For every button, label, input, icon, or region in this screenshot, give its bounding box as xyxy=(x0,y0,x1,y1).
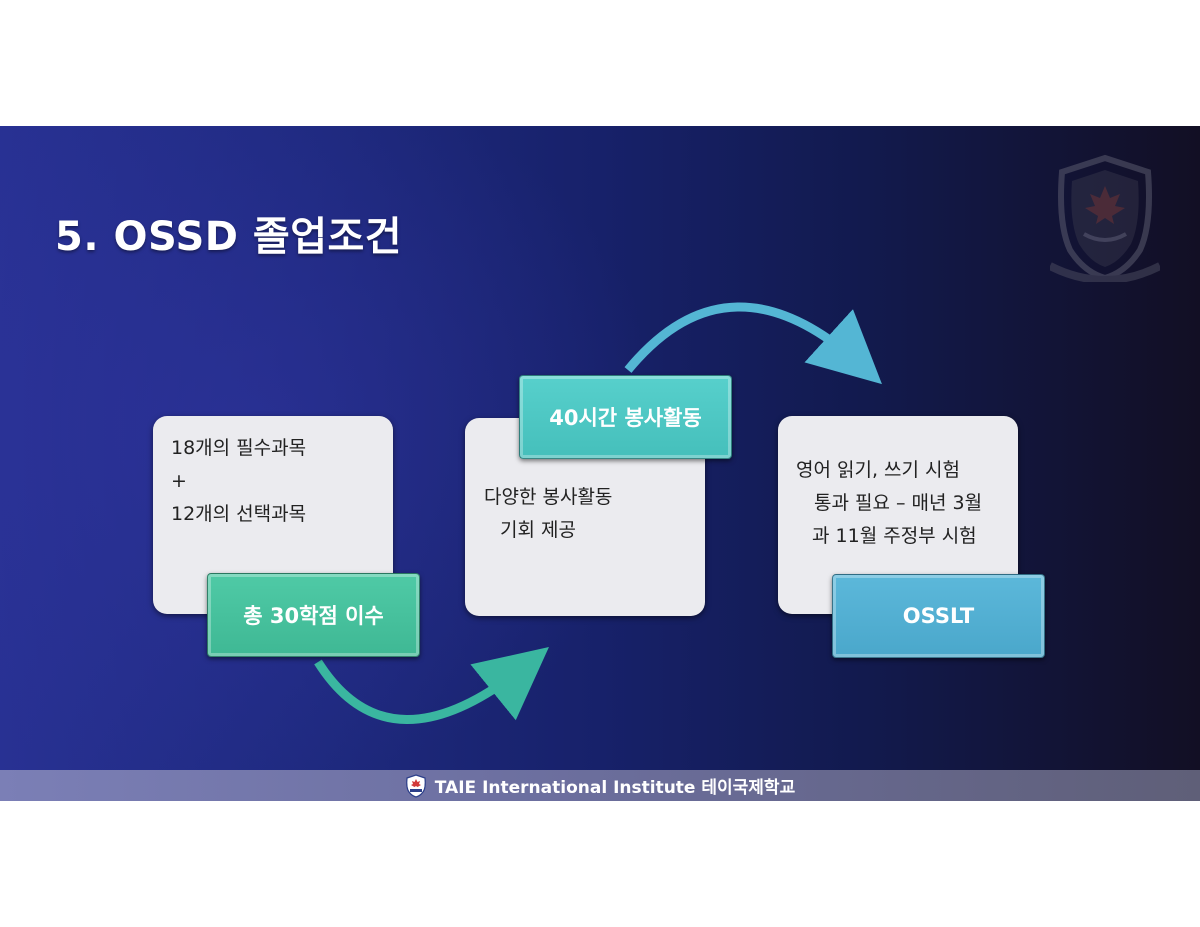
flow-arrows xyxy=(314,302,882,724)
card-line: + xyxy=(171,470,187,492)
slide-title: 5. OSSD 졸업조건 xyxy=(55,214,403,260)
step-badge-2: 40시간 봉사활동 xyxy=(519,375,732,459)
school-crest-icon xyxy=(1050,154,1160,282)
card-line: 영어 읽기, 쓰기 시험 xyxy=(796,459,960,481)
school-logo-icon xyxy=(405,773,426,798)
slide: 5. OSSD 졸업조건 18개의 필수과목 + 12개의 선택과목 총 30학… xyxy=(0,126,1200,801)
card-line: 과 11월 주정부 시험 xyxy=(812,525,977,547)
card-line: 통과 필요 – 매년 3월 xyxy=(814,492,983,514)
step-badge-1: 총 30학점 이수 xyxy=(207,573,420,657)
footer-bar: TAIE International Institute 테이국제학교 xyxy=(0,770,1200,801)
footer-text: TAIE International Institute 테이국제학교 xyxy=(434,778,796,798)
step-badge-3: OSSLT xyxy=(832,574,1045,658)
arrow-1-to-2 xyxy=(314,646,549,724)
card-line: 12개의 선택과목 xyxy=(171,503,307,525)
card-line: 기회 제공 xyxy=(500,519,576,541)
card-line: 다양한 봉사활동 xyxy=(484,486,613,508)
arrow-2-to-3 xyxy=(624,302,882,385)
card-line: 18개의 필수과목 xyxy=(171,437,307,459)
